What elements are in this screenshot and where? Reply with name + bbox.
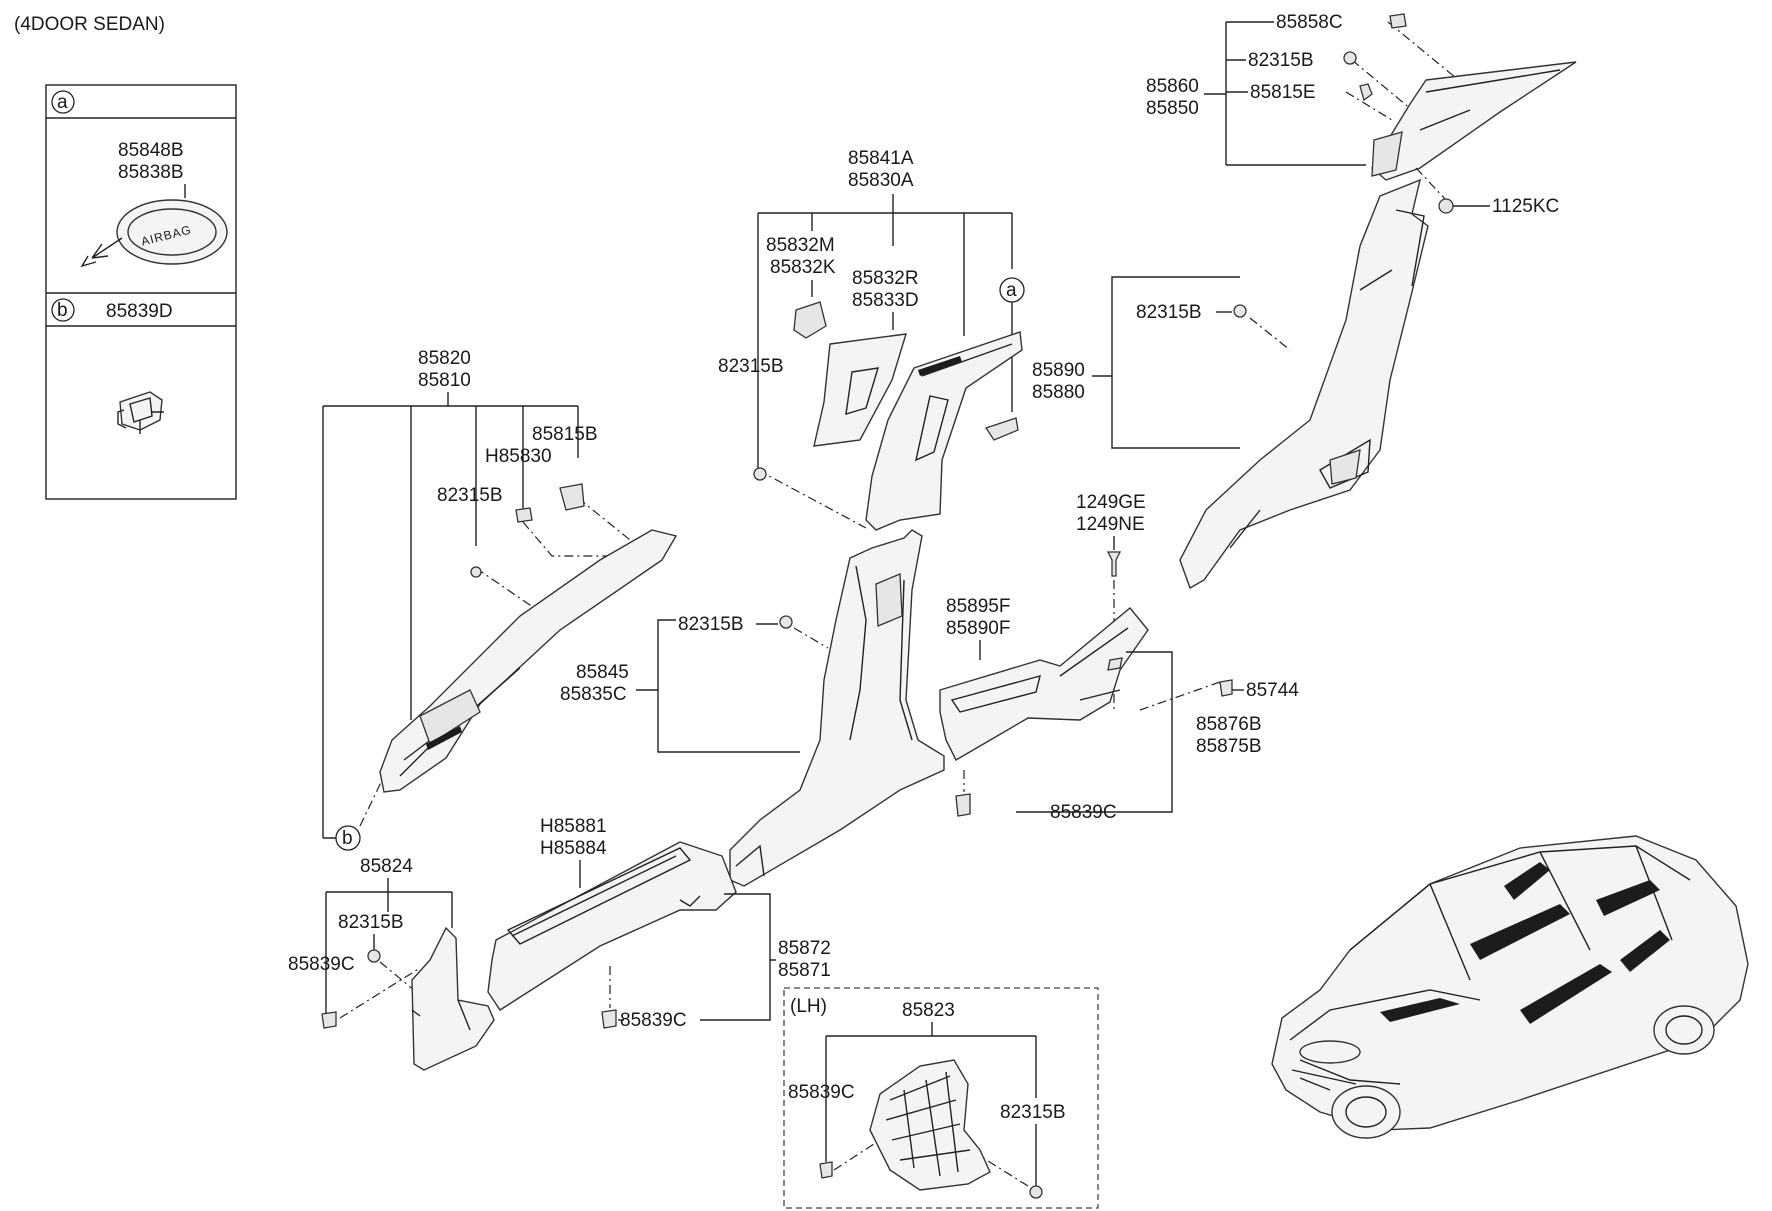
center-pillar-lower-group: 82315B 85845 85835C (560, 529, 945, 887)
label-1249NE: 1249NE (1076, 514, 1145, 535)
label-82315B-quarter: 82315B (1136, 302, 1202, 323)
rear-door-scuff (939, 607, 1149, 761)
label-82315B-cpillar: 82315B (1248, 50, 1314, 71)
label-82315B-cowl: 82315B (338, 912, 404, 933)
label-85845: 85845 (576, 662, 629, 683)
lh-footwell-trim (869, 1059, 991, 1191)
label-85876B: 85876B (1196, 714, 1262, 735)
label-85858C: 85858C (1276, 12, 1343, 33)
cowl-side-trim (411, 926, 495, 1071)
label-85823: 85823 (902, 1000, 955, 1021)
a-pillar-trim (379, 529, 678, 793)
c-pillar-group: 85858C 82315B 85860 85850 85815E 1125KC (1146, 12, 1577, 217)
page-title: (4DOOR SEDAN) (14, 14, 165, 35)
airbag-emblem-icon: AIRBAG (80, 199, 228, 268)
label-82315B-apillar: 82315B (437, 485, 503, 506)
label-1125KC: 1125KC (1492, 196, 1559, 217)
label-85830A: 85830A (848, 170, 914, 191)
label-85890: 85890 (1032, 360, 1085, 381)
legend-a-label-1: 85848B (118, 140, 184, 161)
legend-box: a 85848B 85838B AIRBAG b 85839D (45, 84, 237, 500)
label-85824: 85824 (360, 856, 413, 877)
label-85815B: 85815B (532, 424, 598, 445)
label-85744: 85744 (1246, 680, 1299, 701)
label-H85881: H85881 (540, 816, 607, 837)
label-85839C-lh: 85839C (788, 1082, 855, 1103)
handle-cover (793, 301, 827, 339)
lh-detail-box: (LH) 85823 85839C 82315B (783, 987, 1099, 1209)
label-85833D: 85833D (852, 290, 919, 311)
belt-guide (813, 333, 907, 447)
legend-a-label-2: 85838B (118, 162, 184, 183)
front-scuff-group: H85881 H85884 85872 85871 85839C (487, 816, 831, 1031)
label-85815E: 85815E (1250, 82, 1316, 103)
car-illustration (1271, 835, 1749, 1139)
a-pillar-group: 85820 85810 85815B H85830 82315B b (322, 348, 678, 851)
legend-marker-b-label: b (57, 300, 68, 321)
marker-b (335, 825, 361, 851)
marker-b-label: b (342, 828, 353, 849)
legend-b-label-1: 85839D (106, 301, 173, 322)
label-85890F: 85890F (946, 618, 1010, 639)
label-82315B-lh: 82315B (1000, 1102, 1066, 1123)
legend-marker-a-label: a (57, 92, 68, 113)
label-85871: 85871 (778, 960, 831, 981)
front-door-scuff (487, 841, 737, 1011)
b-pillar-upper-group: 85841A 85830A 85832M 85832K 85832R 85833… (718, 148, 1025, 531)
rear-scuff-group: 1249GE 1249NE 85895F 85890F 85744 85876B… (939, 492, 1299, 823)
label-85850: 85850 (1146, 98, 1199, 119)
label-85832M: 85832M (766, 235, 835, 256)
label-H85884: H85884 (540, 838, 607, 859)
label-85872: 85872 (778, 938, 831, 959)
label-85839C-cowl: 85839C (288, 954, 355, 975)
label-82315B-center: 82315B (678, 614, 744, 635)
label-85839C-rear: 85839C (1050, 802, 1117, 823)
b-pillar-upper-trim (865, 331, 1023, 531)
center-pillar-lower-trim (729, 529, 945, 887)
label-82315B-bpillar: 82315B (718, 356, 784, 377)
label-85895F: 85895F (946, 596, 1010, 617)
label-85820: 85820 (418, 348, 471, 369)
quarter-trim (1179, 178, 1429, 590)
cowl-side-group: 85824 82315B 85839C (288, 856, 495, 1071)
label-85880: 85880 (1032, 382, 1085, 403)
label-85860: 85860 (1146, 76, 1199, 97)
label-85875B: 85875B (1196, 736, 1262, 757)
legend-marker-b (51, 298, 75, 322)
label-85810: 85810 (418, 370, 471, 391)
label-1249GE: 1249GE (1076, 492, 1146, 513)
label-LH: (LH) (790, 996, 827, 1017)
marker-a-label: a (1006, 280, 1017, 301)
label-85835C: 85835C (560, 684, 627, 705)
clip-icon (117, 391, 164, 434)
label-85832K: 85832K (770, 257, 836, 278)
label-85832R: 85832R (852, 268, 919, 289)
label-H85830: H85830 (485, 446, 552, 467)
label-85839C-sill: 85839C (620, 1010, 687, 1031)
quarter-trim-group: 82315B 85890 85880 (1032, 178, 1429, 590)
legend-marker-a (51, 90, 75, 114)
c-pillar-trim (1371, 61, 1577, 181)
label-85841A: 85841A (848, 148, 914, 169)
